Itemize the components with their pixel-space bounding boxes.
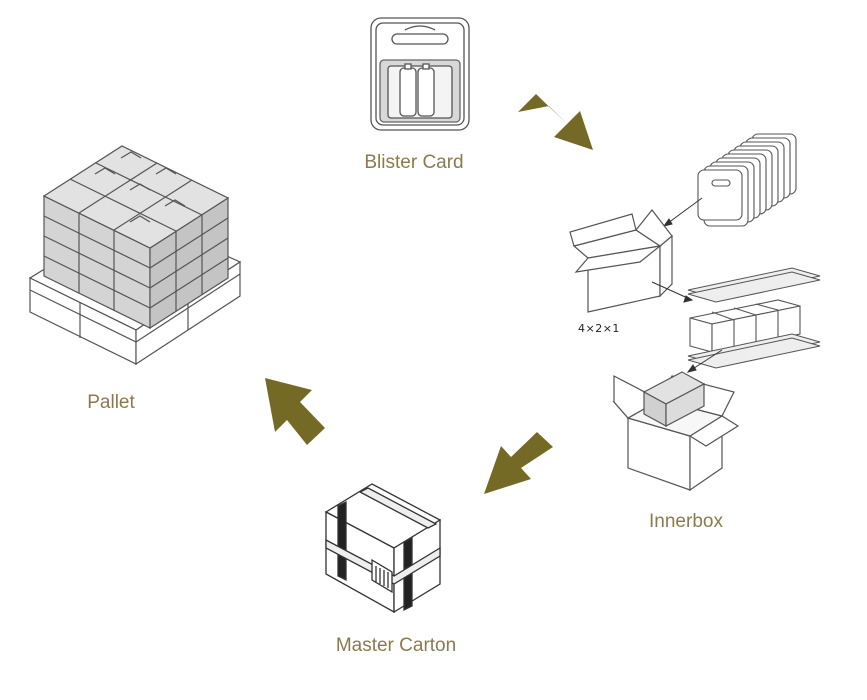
divider-sheet-bottom bbox=[687, 333, 821, 369]
blister-card-label: Blister Card bbox=[364, 152, 464, 173]
quantity-label: 4×2×1 bbox=[578, 322, 620, 335]
pallet-label: Pallet bbox=[87, 392, 135, 413]
innerbox-illustration bbox=[612, 371, 740, 492]
master-carton-label: Master Carton bbox=[335, 635, 457, 656]
innerbox-label: Innerbox bbox=[649, 511, 723, 532]
arrow-to-master-carton bbox=[484, 432, 553, 494]
cards-to-box-arrow bbox=[662, 197, 703, 227]
innerbox-row-illustration bbox=[689, 299, 801, 353]
pallet-illustration bbox=[28, 145, 242, 366]
box-to-row-arrow bbox=[651, 281, 694, 303]
arrow-to-pallet bbox=[265, 378, 325, 445]
row-to-innerbox-arrow bbox=[686, 349, 723, 373]
master-carton-illustration bbox=[324, 483, 442, 614]
blister-card-illustration bbox=[370, 17, 470, 131]
blister-card-stack-illustration bbox=[697, 133, 797, 227]
open-carton-illustration bbox=[569, 209, 673, 313]
divider-sheet-top bbox=[687, 267, 821, 303]
arrow-to-innerbox bbox=[518, 94, 593, 150]
